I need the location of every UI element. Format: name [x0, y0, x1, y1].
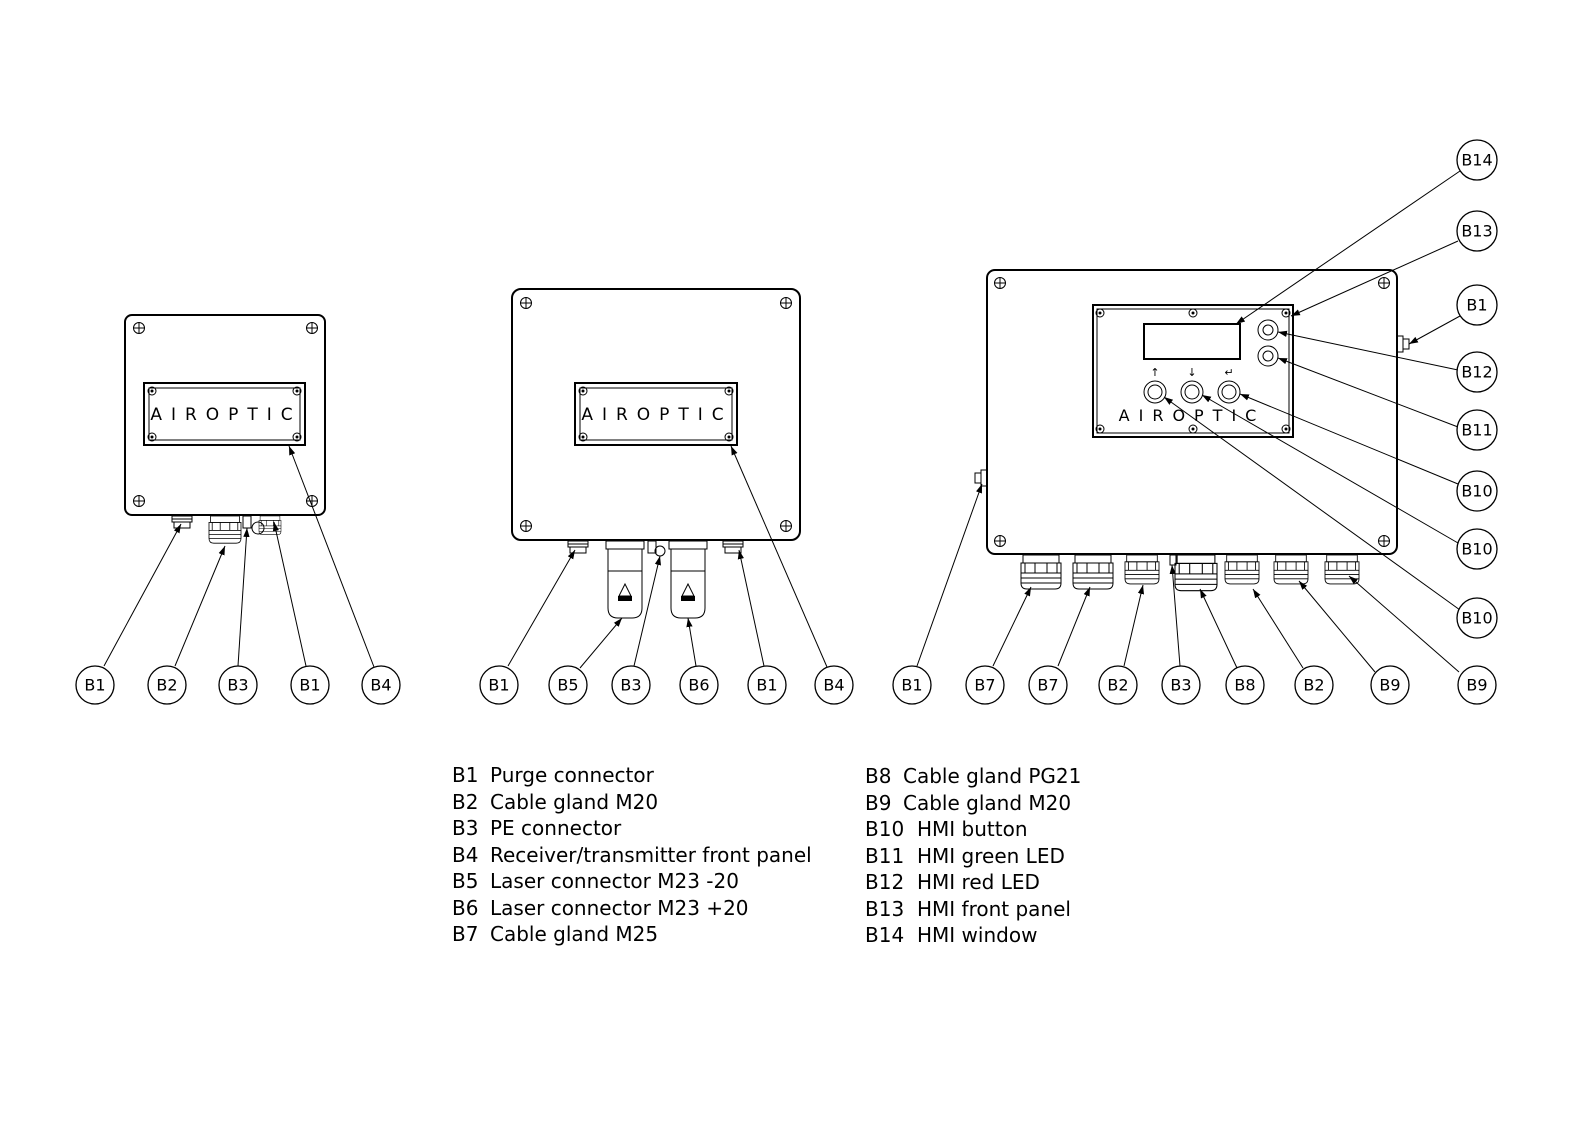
- callout-b7: B7: [965, 665, 1005, 705]
- logo-text: AIROPTIC: [1119, 406, 1266, 425]
- hmi-button-up: [1143, 380, 1167, 404]
- callout-b2: B2: [1294, 665, 1334, 705]
- svg-text:B3: B3: [227, 676, 248, 695]
- svg-text:B4: B4: [370, 676, 391, 695]
- callout-b13: B13: [1456, 210, 1498, 252]
- leader-lines: [103, 170, 1461, 673]
- callout-b2: B2: [147, 665, 187, 705]
- callout-b9: B9: [1457, 665, 1497, 705]
- callout-b8: B8: [1225, 665, 1265, 705]
- svg-text:B8: B8: [1234, 676, 1255, 695]
- callout-b1: B1: [75, 665, 115, 705]
- callout-b1: B1: [1456, 284, 1498, 326]
- laser-connector-left: [605, 540, 645, 619]
- svg-text:B1: B1: [756, 676, 777, 695]
- svg-text:B9: B9: [1466, 676, 1487, 695]
- callout-b10: B10: [1456, 597, 1498, 639]
- callout-b3: B3: [1161, 665, 1201, 705]
- callout-b1: B1: [479, 665, 519, 705]
- svg-text:B1: B1: [901, 676, 922, 695]
- svg-text:B2: B2: [1107, 676, 1128, 695]
- callout-b1: B1: [747, 665, 787, 705]
- svg-text:B10: B10: [1461, 540, 1492, 559]
- callout-b1: B1: [290, 665, 330, 705]
- svg-text:B7: B7: [974, 676, 995, 695]
- svg-text:B10: B10: [1461, 482, 1492, 501]
- hmi-button-symbol-down: ↓: [1187, 366, 1196, 379]
- svg-text:B1: B1: [1466, 296, 1487, 315]
- svg-text:B1: B1: [84, 676, 105, 695]
- callout-b2: B2: [1098, 665, 1138, 705]
- callout-b5: B5: [548, 665, 588, 705]
- callout-b10: B10: [1456, 528, 1498, 570]
- callout-b4: B4: [361, 665, 401, 705]
- callout-b4: B4: [814, 665, 854, 705]
- hmi-front-panel: ↑ ↓ ↵ AIROPTIC: [1092, 304, 1294, 438]
- svg-text:B9: B9: [1379, 676, 1400, 695]
- callouts-middle: B1 B5 B3 B6 B1 B4: [479, 665, 854, 705]
- callout-b6: B6: [679, 665, 719, 705]
- laser-connector-right: [668, 540, 708, 619]
- hmi-button-symbol-enter: ↵: [1224, 366, 1233, 379]
- svg-text:B3: B3: [1170, 676, 1191, 695]
- svg-text:B2: B2: [156, 676, 177, 695]
- logo-text: AIROPTIC: [581, 405, 732, 425]
- hmi-red-led: [1257, 319, 1279, 341]
- callouts-right-side: B14 B13 B1 B12 B11 B10 B10 B10: [1456, 139, 1498, 639]
- svg-text:B10: B10: [1461, 609, 1492, 628]
- hmi-window: [1143, 323, 1241, 360]
- svg-text:B11: B11: [1461, 421, 1492, 440]
- callouts-left: B1 B2 B3 B1 B4: [75, 665, 401, 705]
- callout-b9: B9: [1370, 665, 1410, 705]
- hmi-button-enter: [1217, 380, 1241, 404]
- svg-text:B6: B6: [688, 676, 709, 695]
- callout-b7: B7: [1028, 665, 1068, 705]
- enclosure-middle: AIROPTIC: [511, 288, 801, 619]
- svg-text:B12: B12: [1461, 363, 1492, 382]
- svg-text:B2: B2: [1303, 676, 1324, 695]
- callout-b11: B11: [1456, 409, 1498, 451]
- hmi-button-down: [1180, 380, 1204, 404]
- callouts-right-bottom: B1 B7 B7 B2 B3 B8 B2 B9 B9: [892, 665, 1497, 705]
- hmi-button-symbol-up: ↑: [1150, 366, 1159, 379]
- callout-b12: B12: [1456, 351, 1498, 393]
- svg-text:B14: B14: [1461, 151, 1492, 170]
- svg-text:B1: B1: [488, 676, 509, 695]
- callout-b3: B3: [611, 665, 651, 705]
- svg-text:B13: B13: [1461, 222, 1492, 241]
- svg-text:B3: B3: [620, 676, 641, 695]
- callout-b10: B10: [1456, 470, 1498, 512]
- logo-text: AIROPTIC: [150, 405, 301, 425]
- svg-text:B4: B4: [823, 676, 844, 695]
- svg-text:B5: B5: [557, 676, 578, 695]
- enclosure-left: AIROPTIC: [124, 314, 326, 544]
- callout-b1: B1: [892, 665, 932, 705]
- svg-text:B7: B7: [1037, 676, 1058, 695]
- callout-b3: B3: [218, 665, 258, 705]
- svg-text:B1: B1: [299, 676, 320, 695]
- hmi-green-led: [1257, 345, 1279, 367]
- enclosure-right: ↑ ↓ ↵ AIROPTIC: [974, 269, 1410, 592]
- callout-b14: B14: [1456, 139, 1498, 181]
